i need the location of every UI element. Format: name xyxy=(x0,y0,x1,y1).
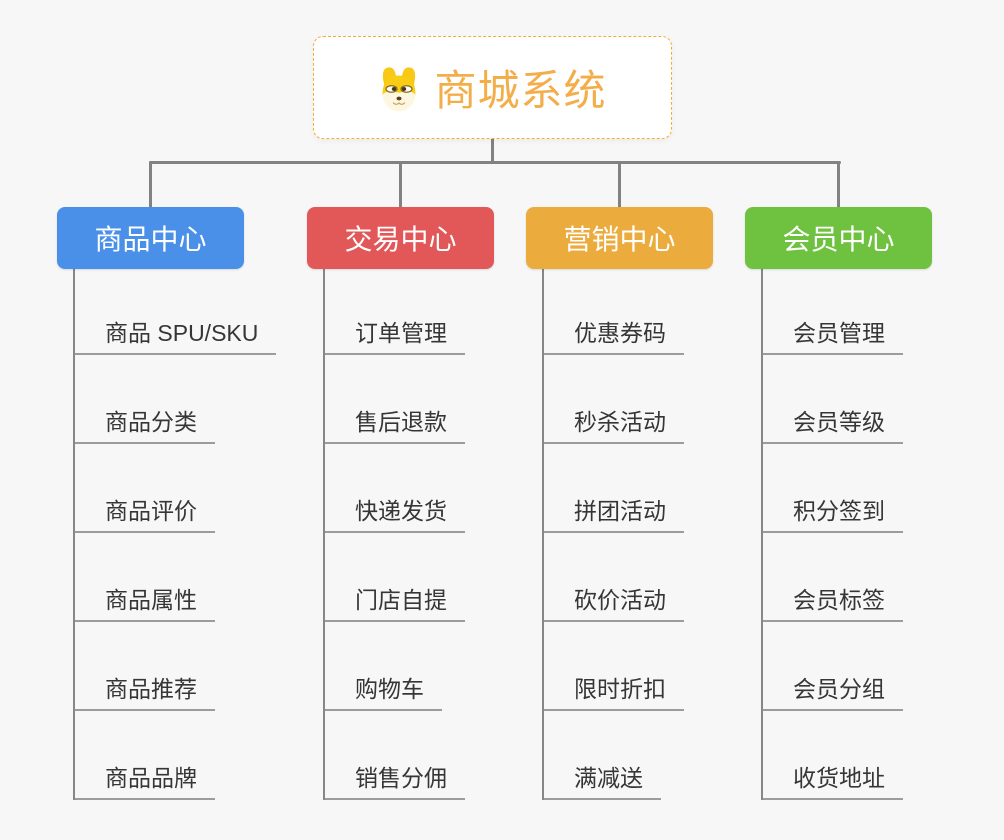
leaf-node[interactable]: 砍价活动 xyxy=(544,587,684,622)
leaf-node[interactable]: 拼团活动 xyxy=(544,498,684,533)
leaf-row: 会员分组 xyxy=(763,622,903,711)
leaf-node[interactable]: 收货地址 xyxy=(763,765,903,800)
leaf-node[interactable]: 商品品牌 xyxy=(75,765,215,800)
leaf-row: 销售分佣 xyxy=(325,711,465,800)
branch-column-marketing: 优惠券码 秒杀活动 拼团活动 砍价活动 限时折扣 满减送 营销中心 xyxy=(526,207,776,801)
leaf-row: 限时折扣 xyxy=(544,622,684,711)
leaf-node[interactable]: 优惠券码 xyxy=(544,320,684,355)
leaf-node[interactable]: 积分签到 xyxy=(763,498,903,533)
leaf-node[interactable]: 销售分佣 xyxy=(325,765,465,800)
leaf-row: 会员等级 xyxy=(763,355,903,444)
branch-column-product: 商品 SPU/SKU 商品分类 商品评价 商品属性 商品推荐 商品品牌 商品中心 xyxy=(57,207,307,801)
drop-line-4 xyxy=(837,161,840,208)
root-stem-line xyxy=(491,139,494,164)
leaf-row: 门店自提 xyxy=(325,533,465,622)
leaf-node[interactable]: 快递发货 xyxy=(325,498,465,533)
leaf-row: 快递发货 xyxy=(325,444,465,533)
leaf-node[interactable]: 商品 SPU/SKU xyxy=(75,320,277,355)
branch-label: 交易中心 xyxy=(344,224,457,255)
branch-node-product-center[interactable]: 商品中心 xyxy=(57,207,244,269)
leaf-node[interactable]: 限时折扣 xyxy=(544,676,684,711)
leaf-row: 购物车 xyxy=(325,622,465,711)
leaf-node[interactable]: 商品属性 xyxy=(75,587,215,622)
leaf-node[interactable]: 订单管理 xyxy=(325,320,465,355)
doge-mascot-icon xyxy=(382,66,416,111)
leaf-row: 会员标签 xyxy=(763,533,903,622)
leaf-row: 会员管理 xyxy=(763,266,903,355)
branch-node-marketing-center[interactable]: 营销中心 xyxy=(526,207,713,269)
leaf-row: 订单管理 xyxy=(325,266,465,355)
leaf-node[interactable]: 商品推荐 xyxy=(75,676,215,711)
leaf-node[interactable]: 会员等级 xyxy=(763,409,903,444)
leaf-node[interactable]: 购物车 xyxy=(325,676,442,711)
drop-line-2 xyxy=(399,161,402,208)
drop-line-1 xyxy=(149,161,152,208)
leaf-node[interactable]: 会员标签 xyxy=(763,587,903,622)
leaf-row: 商品品牌 xyxy=(75,711,276,800)
branch-children-group: 商品 SPU/SKU 商品分类 商品评价 商品属性 商品推荐 商品品牌 xyxy=(73,266,277,800)
branch-children-group: 会员管理 会员等级 积分签到 会员标签 会员分组 收货地址 xyxy=(761,266,903,800)
branch-column-trade: 订单管理 售后退款 快递发货 门店自提 购物车 销售分佣 交易中心 xyxy=(307,207,557,801)
leaf-row: 商品分类 xyxy=(75,355,276,444)
leaf-node[interactable]: 门店自提 xyxy=(325,587,465,622)
leaf-row: 积分签到 xyxy=(763,444,903,533)
root-node[interactable]: 商城系统 xyxy=(313,36,672,139)
leaf-node[interactable]: 售后退款 xyxy=(325,409,465,444)
branch-label: 商品中心 xyxy=(94,224,207,255)
leaf-row: 商品 SPU/SKU xyxy=(75,266,277,355)
leaf-row: 商品属性 xyxy=(75,533,276,622)
drop-line-3 xyxy=(618,161,621,208)
branch-bus-line xyxy=(149,161,841,164)
leaf-row: 满减送 xyxy=(544,711,684,800)
leaf-node[interactable]: 商品分类 xyxy=(75,409,215,444)
leaf-node[interactable]: 会员分组 xyxy=(763,676,903,711)
leaf-node[interactable]: 商品评价 xyxy=(75,498,215,533)
branch-children-group: 优惠券码 秒杀活动 拼团活动 砍价活动 限时折扣 满减送 xyxy=(542,266,684,800)
branch-node-member-center[interactable]: 会员中心 xyxy=(745,207,932,269)
leaf-node[interactable]: 满减送 xyxy=(544,765,661,800)
branch-label: 会员中心 xyxy=(782,224,895,255)
branch-node-trade-center[interactable]: 交易中心 xyxy=(307,207,494,269)
leaf-row: 拼团活动 xyxy=(544,444,684,533)
leaf-row: 砍价活动 xyxy=(544,533,684,622)
root-title: 商城系统 xyxy=(434,67,607,114)
branch-children-group: 订单管理 售后退款 快递发货 门店自提 购物车 销售分佣 xyxy=(323,266,465,800)
leaf-row: 售后退款 xyxy=(325,355,465,444)
leaf-row: 优惠券码 xyxy=(544,266,684,355)
leaf-row: 秒杀活动 xyxy=(544,355,684,444)
leaf-row: 收货地址 xyxy=(763,711,903,800)
leaf-node[interactable]: 会员管理 xyxy=(763,320,903,355)
branch-label: 营销中心 xyxy=(563,224,676,255)
leaf-row: 商品推荐 xyxy=(75,622,276,711)
leaf-node[interactable]: 秒杀活动 xyxy=(544,409,684,444)
branch-column-member: 会员管理 会员等级 积分签到 会员标签 会员分组 收货地址 会员中心 xyxy=(745,207,995,801)
leaf-row: 商品评价 xyxy=(75,444,276,533)
